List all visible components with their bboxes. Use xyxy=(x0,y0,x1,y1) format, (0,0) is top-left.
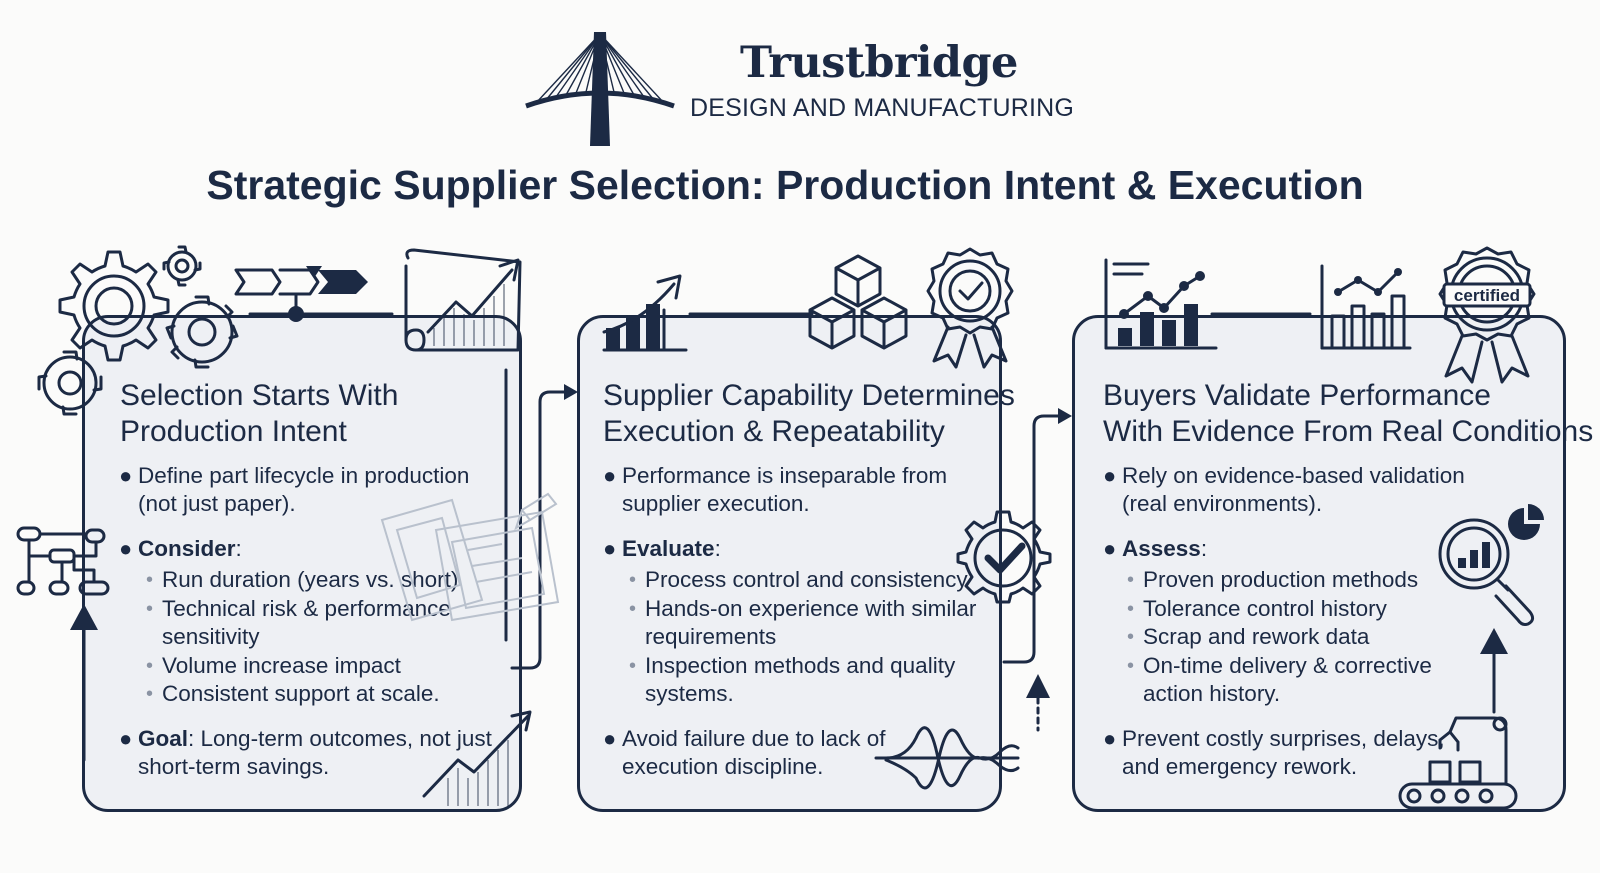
panel-3-item-cont: action history. xyxy=(1143,681,1281,706)
panel-3-item: •Proven production methods xyxy=(1127,567,1419,592)
panel-2-item-cont: systems. xyxy=(645,681,734,706)
panel-2-item: •Inspection methods and quality xyxy=(629,653,956,678)
panel-2-intro: ● Performance is inseparable from suppli… xyxy=(603,463,948,516)
panel-3-title: Buyers Validate Performance With Evidenc… xyxy=(1103,379,1594,448)
wave-signal-icon xyxy=(874,726,1020,790)
robot-arm-conveyor-icon xyxy=(1398,716,1518,810)
panel-3-item: •Tolerance control history xyxy=(1127,596,1387,621)
blueprint-icon xyxy=(380,492,560,622)
bridge-logo-icon xyxy=(525,32,675,146)
panel-3-item: •Scrap and rework data xyxy=(1127,624,1370,649)
panel-3-list-label: ●Assess: xyxy=(1103,536,1208,561)
panel-1-intro: ● Define part lifecycle in production (n… xyxy=(119,463,470,516)
panel-production-intent xyxy=(82,315,522,812)
panel-supplier-capability xyxy=(577,315,1002,812)
panel-3-intro: ● Rely on evidence-based validation (rea… xyxy=(1103,463,1465,516)
panel-2-item: •Process control and consistency xyxy=(629,567,968,592)
gear-check-icon xyxy=(956,510,1052,604)
panel-2-title: Supplier Capability Determines Execution… xyxy=(603,379,1015,448)
panel-1-item: •Technical risk & performance xyxy=(146,596,451,621)
growth-arrow-icon xyxy=(422,710,532,806)
brand-name: Trustbridge xyxy=(740,38,1018,88)
certified-badge-icon: certified xyxy=(1438,246,1536,384)
bar-chart-arrow-icon xyxy=(602,274,688,352)
page-title: Strategic Supplier Selection: Production… xyxy=(206,162,1364,208)
panel-1-item: •Volume increase impact xyxy=(146,653,401,678)
bar-line-chart-icon xyxy=(1320,264,1412,350)
award-ribbon-icon xyxy=(926,247,1014,369)
panel-1-title: Selection Starts With Production Intent xyxy=(120,379,399,448)
panel-2-item-cont: requirements xyxy=(645,624,777,649)
report-chart-icon xyxy=(1104,258,1218,350)
panel-1-item-cont: sensitivity xyxy=(162,624,260,649)
cubes-icon xyxy=(808,254,908,350)
rising-chart-icon xyxy=(404,248,522,352)
certified-badge-label: certified xyxy=(1454,286,1520,305)
panel-3-item: •On-time delivery & corrective xyxy=(1127,653,1432,678)
flowchart-icon xyxy=(16,526,110,596)
panel-1-list-label: ●Consider: xyxy=(119,536,242,561)
panel-2-item: •Hands-on experience with similar xyxy=(629,596,977,621)
gears-icon xyxy=(37,245,239,416)
arrow-chevrons-icon xyxy=(234,266,368,322)
panel-1-goal: ● Goal: Long-term outcomes, not just sho… xyxy=(119,726,492,779)
panel-3-closing: ● Prevent costly surprises, delays, and … xyxy=(1103,726,1445,779)
panel-2-list-label: ●Evaluate: xyxy=(603,536,721,561)
brand-tagline: DESIGN AND MANUFACTURING xyxy=(690,94,1074,122)
magnifier-chart-icon xyxy=(1438,504,1544,626)
panel-2-closing: ● Avoid failure due to lack of execution… xyxy=(603,726,886,779)
panel-1-item: •Consistent support at scale. xyxy=(146,681,440,706)
